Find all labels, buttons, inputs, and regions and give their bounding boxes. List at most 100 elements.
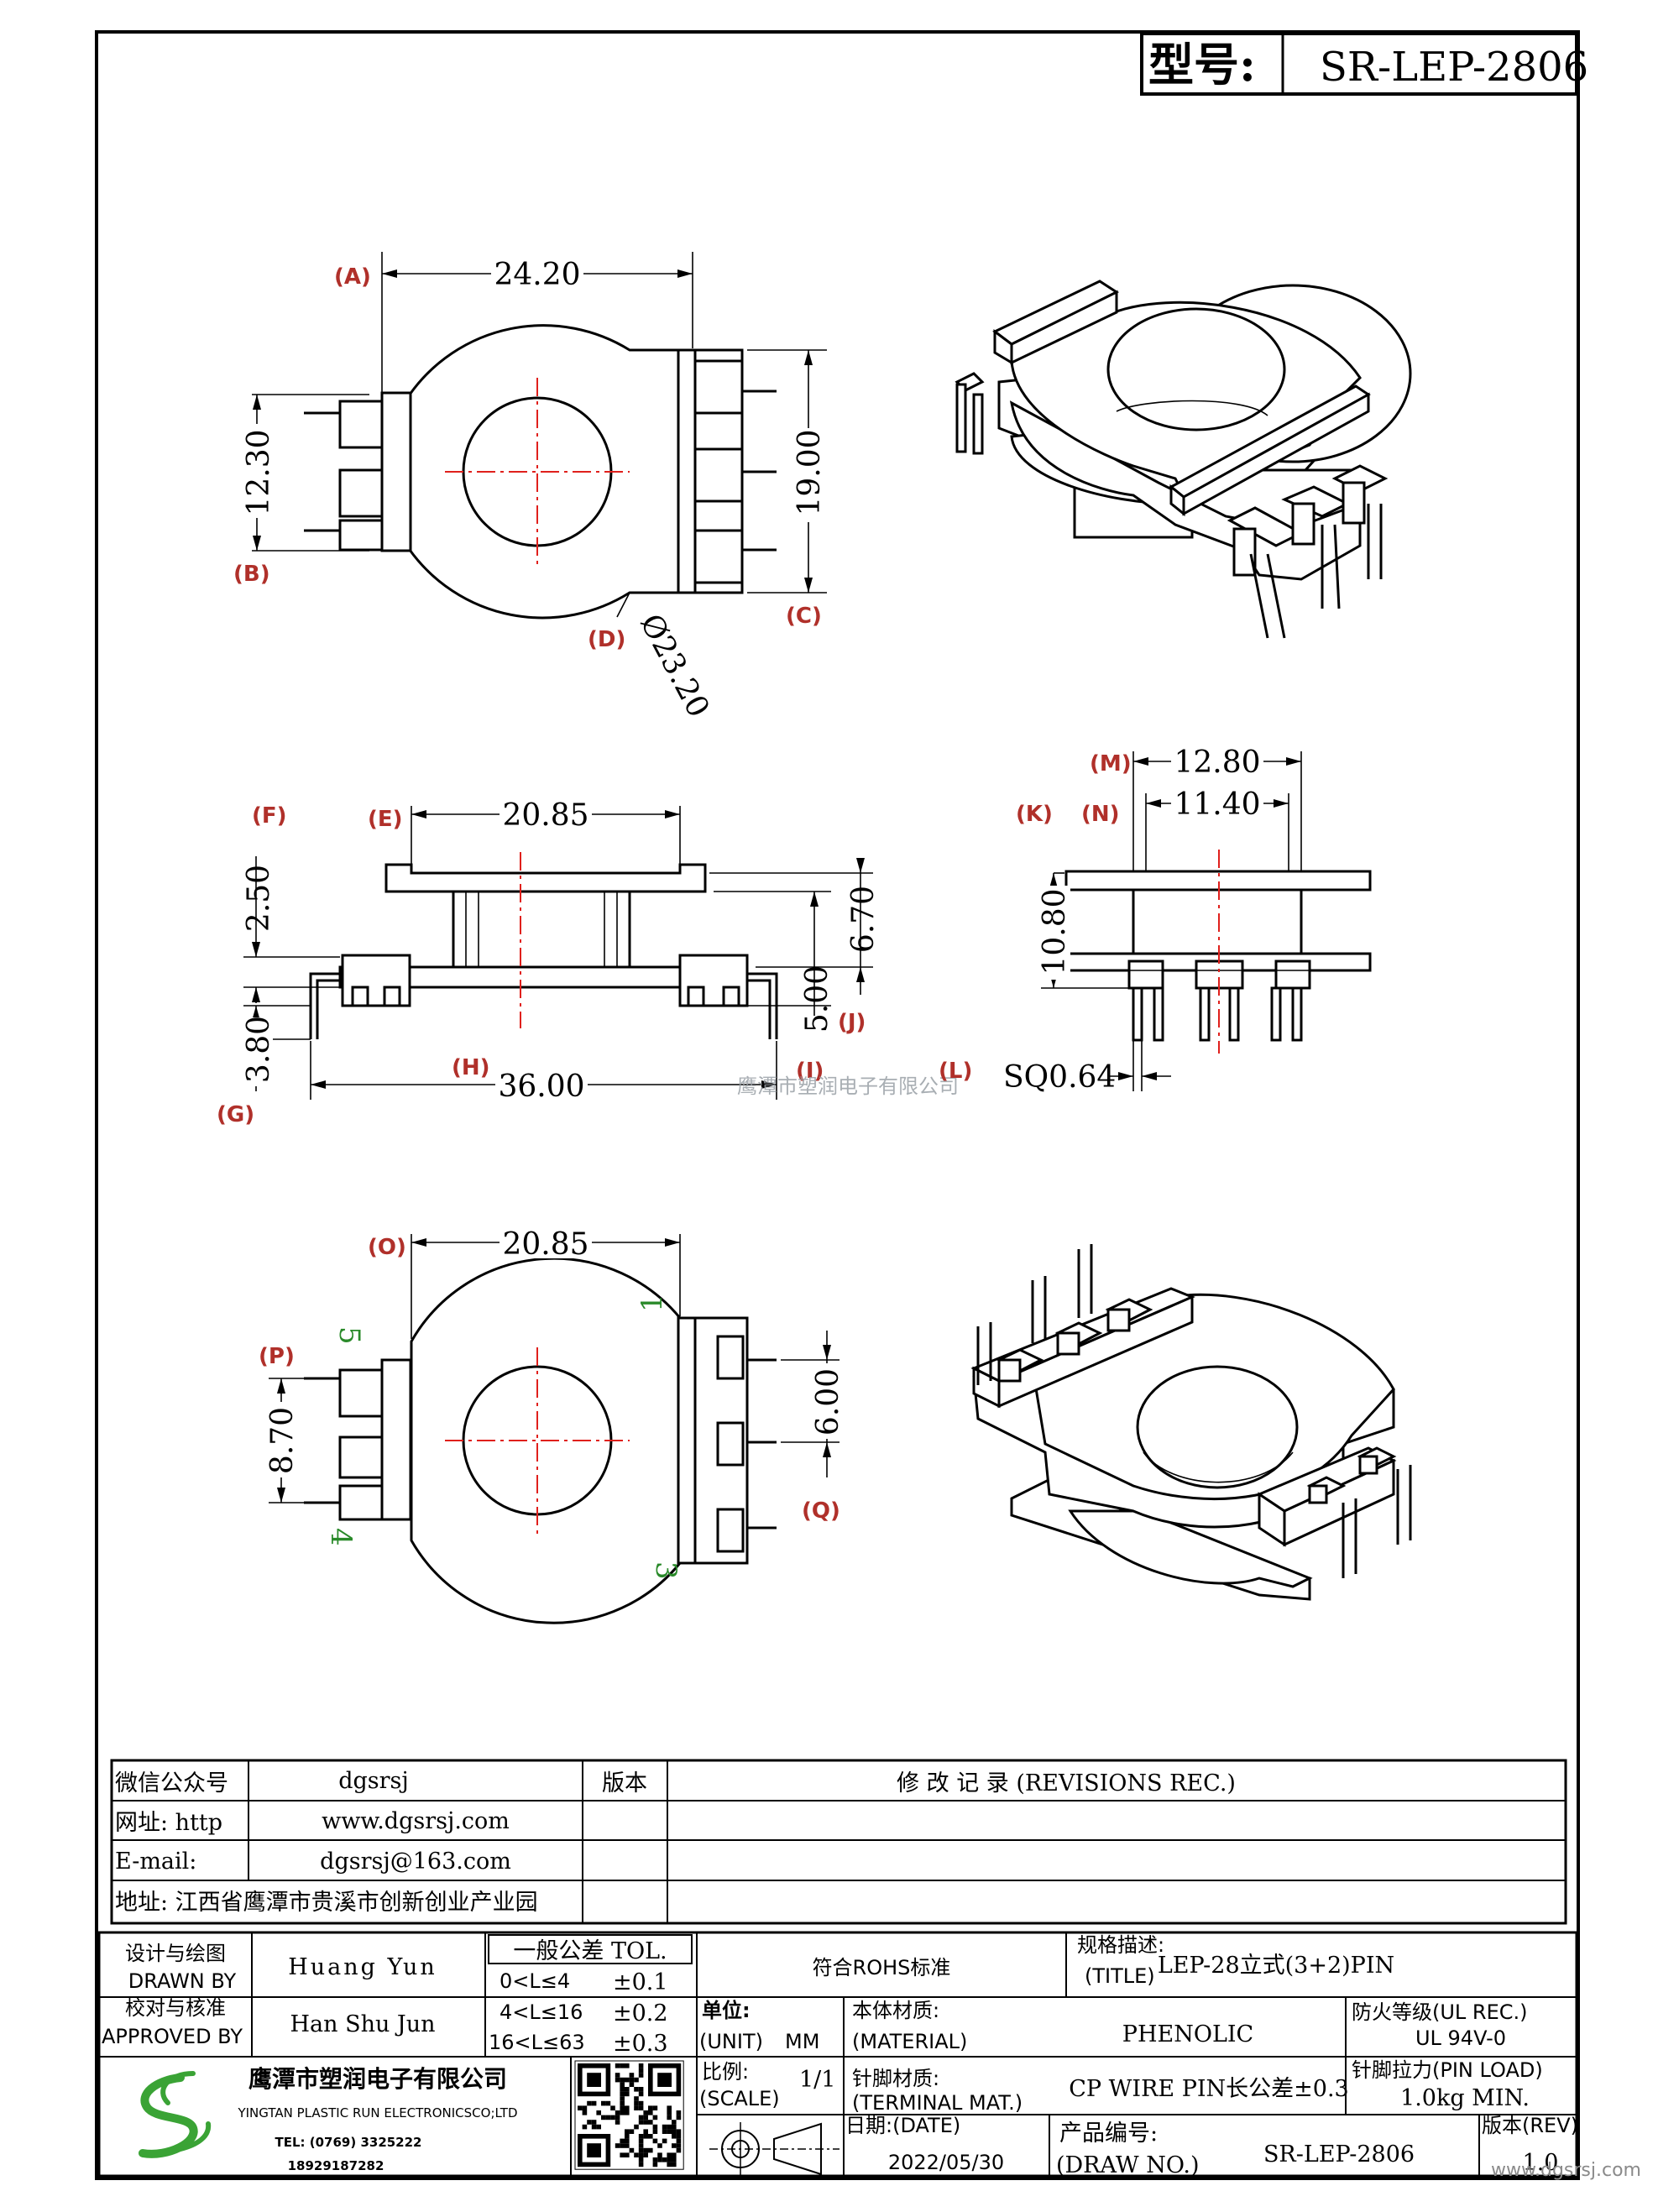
terminal-en: (TERMINAL MAT.) — [852, 2091, 1023, 2115]
rev-label: 版本(REV) — [1482, 2114, 1578, 2137]
label-e: (E) — [368, 807, 403, 832]
email-value: dgsrsj@163.com — [320, 1849, 511, 1875]
scale-en: (SCALE) — [699, 2087, 780, 2110]
company-name-cn: 鹰潭市塑润电子有限公司 — [248, 2065, 507, 2093]
top-view: 24.20 (A) 12.30 (B) 19.00 (C) Ø23.20 (D) — [233, 252, 827, 723]
front-view: 20.85 (E) (F) 2.50 3.80 (G) 6.70 5.00 (J… — [217, 792, 881, 1127]
model-label: 型号: — [1148, 38, 1256, 92]
label-l: (L) — [939, 1059, 972, 1084]
label-b: (B) — [233, 562, 270, 587]
unit-cn: 单位: — [702, 1999, 751, 2022]
dim-side-inner: 11.40 — [1174, 787, 1260, 822]
title-value: LEP-28立式(3+2)PIN — [1158, 1953, 1394, 1979]
label-g: (G) — [217, 1102, 254, 1127]
dim-bottom-left-pitch: 8.70 — [265, 1407, 300, 1474]
model-value: SR-LEP-2806 — [1320, 44, 1588, 91]
approved-value: Han Shu Jun — [290, 2011, 435, 2037]
draw-no-cn: 产品编号: — [1059, 2120, 1158, 2147]
ul-cn: 防火等级(UL REC.) — [1352, 2000, 1528, 2024]
label-f: (F) — [252, 803, 287, 829]
model-header: 型号: SR-LEP-2806 — [1140, 32, 1588, 96]
side-view: 12.80 (M) 11.40 (N) (K) 10.80 SQ0.64 (L) — [939, 740, 1372, 1095]
material-en: (MATERIAL) — [852, 2030, 967, 2053]
dim-front-overall: 36.00 — [498, 1069, 584, 1104]
dim-top-width: 24.20 — [494, 258, 580, 292]
revisions-title: 修 改 记 录 (REVISIONS REC.) — [897, 1770, 1236, 1796]
bottom-view: 20.85 (O) 1 5 4 3 8.70 (P) 6.00 (Q) — [259, 1221, 845, 1624]
dim-bottom-right-pitch: 6.00 — [811, 1368, 845, 1435]
label-a: (A) — [334, 264, 371, 290]
tolerance-value-2: ±0.2 — [613, 2000, 668, 2026]
web-label: 网址: http — [115, 1810, 222, 1836]
pin-load-cn: 针脚拉力(PIN LOAD) — [1352, 2058, 1543, 2082]
tolerance-value-1: ±0.1 — [613, 1969, 668, 1995]
dim-top-diameter: Ø23.20 — [633, 609, 715, 723]
label-j: (J) — [838, 1010, 866, 1035]
dim-top-right-height: 19.00 — [792, 429, 827, 515]
company-logo-icon — [139, 2071, 212, 2158]
unit-value: MM — [785, 2030, 819, 2053]
label-d: (D) — [588, 627, 625, 652]
info-table: 微信公众号 dgsrsj 网址: http www.dgsrsj.com E-m… — [110, 1759, 1567, 1925]
pin-number-4: 4 — [324, 1528, 358, 1546]
pin-number-5: 5 — [332, 1326, 366, 1345]
label-i: (I) — [796, 1059, 824, 1084]
dim-front-pin-len: 3.80 — [242, 1016, 276, 1083]
label-h: (H) — [452, 1055, 490, 1080]
pin-load-value: 1.0kg MIN. — [1400, 2085, 1530, 2111]
title-cn: 规格描述: — [1077, 1933, 1164, 1957]
dim-front-height: 6.70 — [846, 886, 881, 953]
dim-top-left-height: 12.30 — [242, 429, 276, 515]
drawn-by-en: DRAWN BY — [128, 1969, 237, 1993]
scale-value: 1/1 — [799, 2067, 835, 2093]
wechat-label: 微信公众号 — [115, 1770, 228, 1796]
wechat-value: dgsrsj — [338, 1768, 409, 1794]
rev-value: 1.0 — [1523, 2150, 1559, 2176]
drawn-by-cn: 设计与绘图 — [125, 1942, 226, 1965]
dim-front-flange: 20.85 — [502, 798, 588, 833]
scale-cn: 比例: — [702, 2060, 749, 2084]
pin-number-1: 1 — [636, 1294, 669, 1312]
date-label: 日期:(DATE) — [845, 2114, 960, 2137]
dim-side-outer: 12.80 — [1174, 745, 1260, 780]
label-p: (P) — [259, 1344, 295, 1369]
email-label: E-mail: — [115, 1849, 196, 1875]
material-cn: 本体材质: — [852, 1999, 939, 2022]
label-c: (C) — [786, 604, 822, 629]
tolerance-range-2: 4<L≤16 — [500, 2000, 583, 2024]
outer-border — [95, 30, 1580, 2180]
draw-no-en: (DRAW NO.) — [1056, 2152, 1200, 2178]
pin-number-3: 3 — [649, 1561, 683, 1580]
label-m: (M) — [1090, 751, 1132, 777]
iso-view-bottom — [970, 1244, 1412, 1601]
date-value: 2022/05/30 — [888, 2151, 1004, 2174]
web-value: www.dgsrsj.com — [322, 1808, 510, 1834]
company-name-en: YINGTAN PLASTIC RUN ELECTRONICSCO;LTD — [237, 2105, 517, 2120]
approved-en: APPROVED BY — [102, 2025, 243, 2048]
company-tel: TEL: (0769) 3325222 — [275, 2135, 422, 2150]
material-value: PHENOLIC — [1122, 2021, 1253, 2047]
dim-side-height: 10.80 — [1038, 888, 1072, 975]
dim-front-pin-height: 5.00 — [800, 965, 834, 1033]
draw-no-value: SR-LEP-2806 — [1263, 2141, 1415, 2168]
site-mark: www.dgsrsj.com — [1491, 2160, 1641, 2181]
title-en: (TITLE) — [1085, 1964, 1155, 1988]
label-k: (K) — [1016, 802, 1053, 827]
qr-code — [574, 2060, 684, 2170]
address: 地址: 江西省鹰潭市贵溪市创新创业产业园 — [115, 1890, 538, 1916]
tolerance-title: 一般公差 TOL. — [513, 1938, 667, 1964]
rohs-compliance: 符合ROHS标准 — [813, 1956, 951, 1979]
tolerance-range-3: 16<L≤63 — [489, 2031, 585, 2054]
dim-front-flange-thk: 2.50 — [242, 865, 276, 932]
terminal-value: CP WIRE PIN长公差±0.3 — [1069, 2076, 1348, 2102]
version-label: 版本 — [602, 1770, 647, 1796]
drawn-by-value: Huang Yun — [288, 1954, 437, 1980]
dim-side-pin-sq: SQ0.64 — [1003, 1060, 1116, 1095]
iso-view-top — [955, 280, 1412, 639]
title-block: 设计与绘图 DRAWN BY Huang Yun 校对与核准 APPROVED … — [97, 1931, 1641, 2181]
unit-en: (UNIT) — [699, 2030, 763, 2053]
approved-cn: 校对与核准 — [125, 1996, 226, 2020]
projection-symbol-icon — [709, 2122, 840, 2176]
label-o: (O) — [368, 1235, 406, 1260]
